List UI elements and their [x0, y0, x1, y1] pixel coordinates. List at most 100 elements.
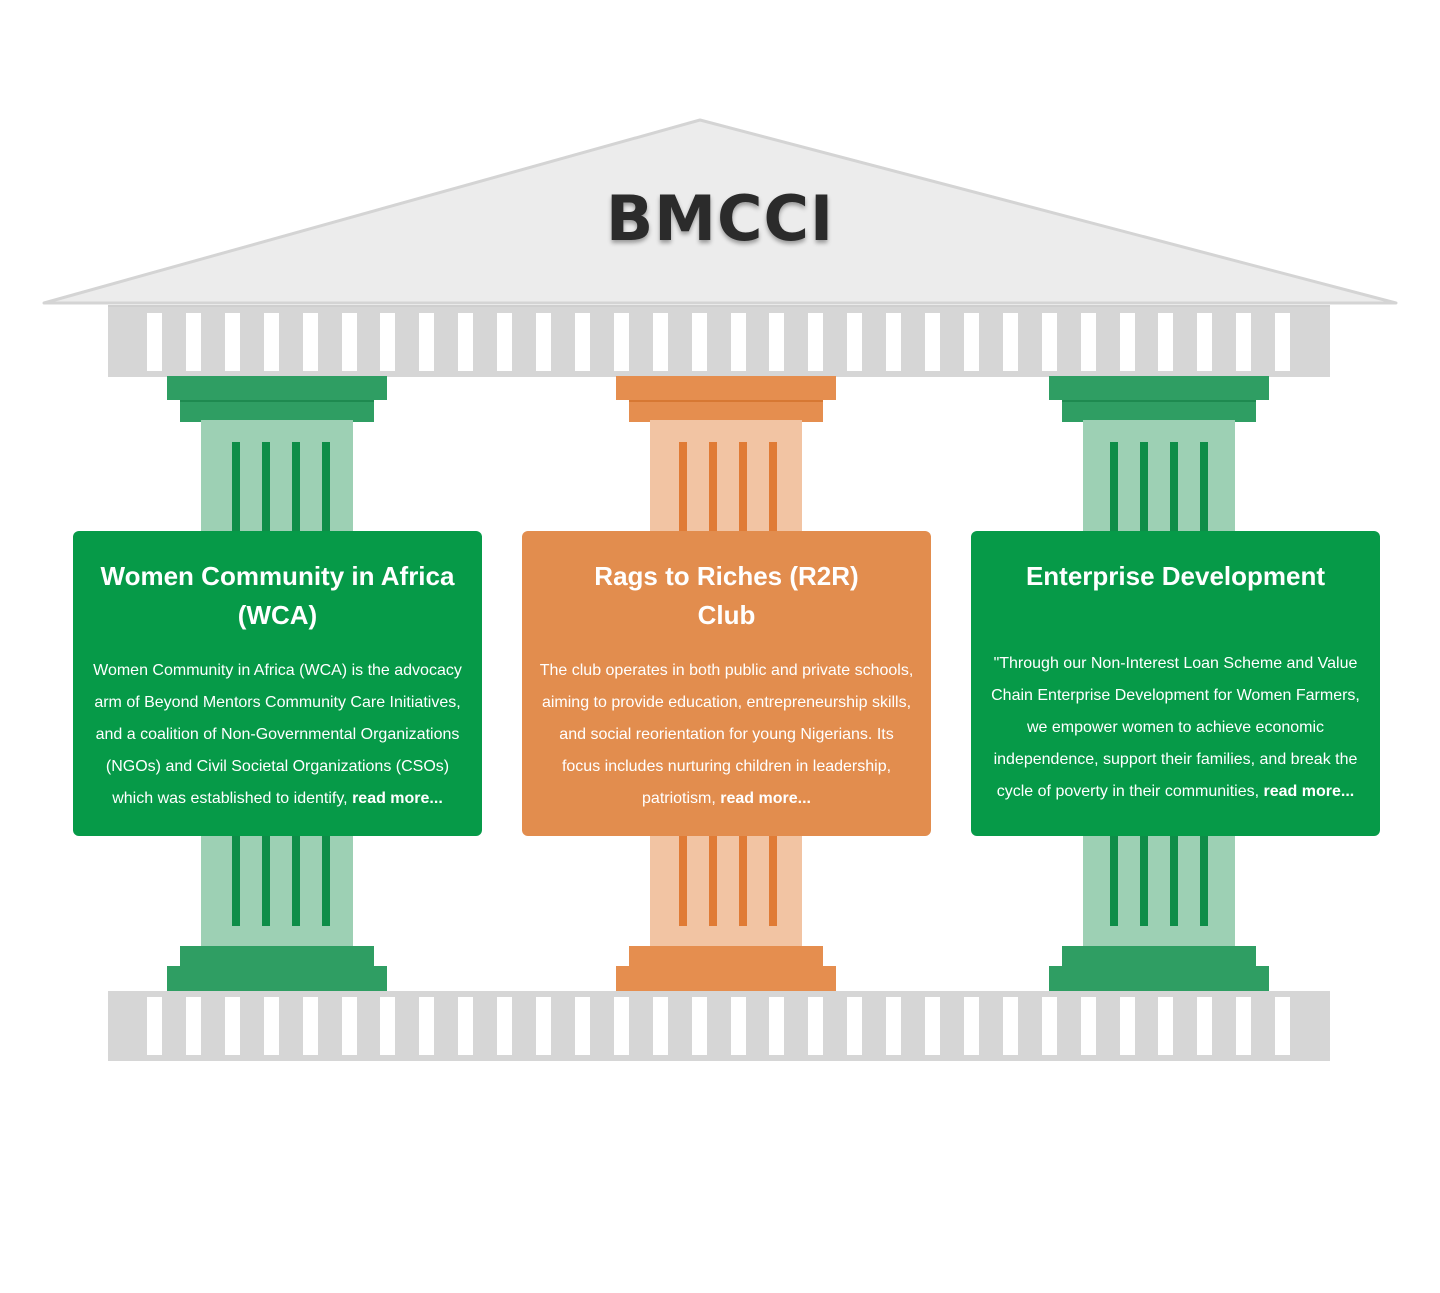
card-title: Rags to Riches (R2R) Club [594, 561, 859, 630]
card-description: The club operates in both public and pri… [538, 655, 915, 815]
slat [1197, 997, 1212, 1055]
slat [653, 997, 668, 1055]
read-more-link[interactable]: read more... [720, 790, 811, 807]
slat [1236, 997, 1251, 1055]
slat [1236, 313, 1251, 371]
slat [769, 313, 784, 371]
slat [458, 313, 473, 371]
pillar-base [616, 966, 836, 991]
pillar-shaft-upper [1083, 420, 1235, 532]
card-enterprise: Enterprise Development "Through our Non-… [971, 531, 1380, 836]
slat [186, 997, 201, 1055]
slat [419, 997, 434, 1055]
slat [186, 313, 201, 371]
slat [1197, 313, 1212, 371]
slat [1081, 997, 1096, 1055]
pillar-base [167, 966, 387, 991]
slat [1275, 313, 1290, 371]
slat [1042, 997, 1057, 1055]
card-title: Enterprise Development [1025, 561, 1326, 591]
slat [847, 997, 862, 1055]
slat [1158, 313, 1173, 371]
slat [380, 313, 395, 371]
slat [847, 313, 862, 371]
slat [225, 997, 240, 1055]
pillar-base-upper [180, 946, 374, 968]
pillar-capital-lower [1062, 400, 1256, 422]
slat [964, 313, 979, 371]
slat [886, 997, 901, 1055]
slat [536, 313, 551, 371]
card-body-text: "Through our Non-Interest Loan Scheme an… [991, 655, 1360, 800]
roof-pediment [42, 118, 1398, 305]
page-title: BMCCI [605, 182, 835, 255]
slat [769, 997, 784, 1055]
slat [808, 997, 823, 1055]
entablature-slats [144, 313, 1294, 371]
card-body-text: The club operates in both public and pri… [539, 662, 914, 807]
base-slats [144, 997, 1294, 1055]
slat [925, 997, 940, 1055]
pillar-capital [167, 376, 387, 400]
slat [692, 997, 707, 1055]
slat [264, 313, 279, 371]
pillar-capital [616, 376, 836, 400]
slat [497, 313, 512, 371]
read-more-link[interactable]: read more... [352, 790, 443, 807]
slat [925, 313, 940, 371]
pillar-shaft-lower [1083, 836, 1235, 946]
slat [1120, 997, 1135, 1055]
slat [419, 313, 434, 371]
slat [147, 313, 162, 371]
slat [303, 997, 318, 1055]
read-more-link[interactable]: read more... [1263, 783, 1355, 800]
slat [808, 313, 823, 371]
card-description: Women Community in Africa (WCA) is the a… [85, 655, 470, 815]
slat [575, 997, 590, 1055]
slat [380, 997, 395, 1055]
slat [575, 313, 590, 371]
entablature [108, 305, 1330, 377]
slat [536, 997, 551, 1055]
slat [964, 997, 979, 1055]
slat [1003, 997, 1018, 1055]
slat [1081, 313, 1096, 371]
slat [1275, 997, 1290, 1055]
slat [1003, 313, 1018, 371]
slat [303, 313, 318, 371]
pillar-base [1049, 966, 1269, 991]
slat [497, 997, 512, 1055]
slat [264, 997, 279, 1055]
pillar-shaft-lower [650, 836, 802, 946]
pillar-shaft-lower [201, 836, 353, 946]
pillar-base-upper [629, 946, 823, 968]
slat [342, 997, 357, 1055]
slat [225, 313, 240, 371]
slat [458, 997, 473, 1055]
slat [653, 313, 668, 371]
slat [692, 313, 707, 371]
pillar-capital [1049, 376, 1269, 400]
slat [1042, 313, 1057, 371]
pillar-capital-lower [180, 400, 374, 422]
card-description: "Through our Non-Interest Loan Scheme an… [983, 648, 1368, 808]
card-title: Women Community in Africa (WCA) [100, 561, 455, 630]
pillar-shaft-upper [650, 420, 802, 532]
slat [1120, 313, 1135, 371]
slat [886, 313, 901, 371]
pillar-base-upper [1062, 946, 1256, 968]
slat [342, 313, 357, 371]
card-r2r: Rags to Riches (R2R) Club The club opera… [522, 531, 931, 836]
slat [147, 997, 162, 1055]
slat [614, 997, 629, 1055]
base-stylobate [108, 991, 1330, 1061]
pillar-shaft-upper [201, 420, 353, 532]
slat [731, 313, 746, 371]
roof-shape [42, 118, 1398, 305]
card-body-text: Women Community in Africa (WCA) is the a… [93, 662, 462, 807]
card-wca: Women Community in Africa (WCA) Women Co… [73, 531, 482, 836]
slat [1158, 997, 1173, 1055]
slat [731, 997, 746, 1055]
pillar-capital-lower [629, 400, 823, 422]
slat [614, 313, 629, 371]
